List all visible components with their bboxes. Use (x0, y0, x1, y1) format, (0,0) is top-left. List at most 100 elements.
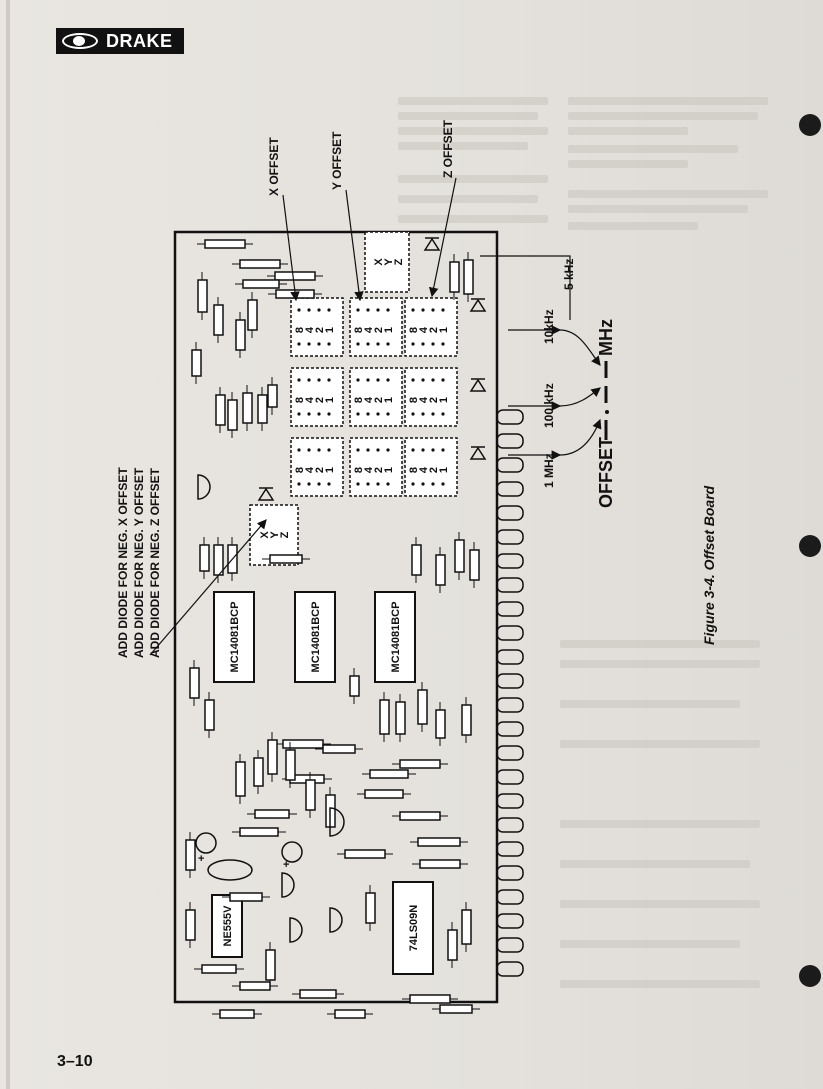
bcd-digit: 1 (383, 467, 395, 473)
pin-dot (356, 448, 360, 452)
pin-dot (386, 448, 390, 452)
ic-chip-mc3: MC14081BCP (374, 591, 416, 683)
pin-dot (376, 412, 380, 416)
pin-dot (431, 448, 435, 452)
resistor (254, 809, 290, 819)
edge-connector-finger (496, 889, 524, 905)
resistor (299, 989, 337, 999)
bleed-through-line (560, 980, 760, 988)
pin-dot (327, 308, 331, 312)
ic-label-mc3: MC14081BCP (390, 602, 402, 673)
resistor (463, 259, 474, 295)
edge-connector-finger (496, 505, 524, 521)
pin-dot (376, 342, 380, 346)
resistor (201, 964, 237, 974)
pin-dot (411, 482, 415, 486)
edge-connector-finger (496, 913, 524, 929)
bleed-through-line (398, 175, 548, 183)
edge-connector-finger (496, 961, 524, 977)
resistor (269, 554, 303, 564)
pin-dot (376, 448, 380, 452)
drake-logo: DRAKE (56, 28, 184, 54)
resistor (435, 709, 446, 739)
pin-dot (411, 308, 415, 312)
resistor (235, 319, 246, 351)
bcd-switch-body (349, 297, 403, 357)
bleed-through-line (568, 145, 738, 153)
bcd-digit: 8 (353, 397, 365, 403)
pin-dot (327, 412, 331, 416)
bcd-digit: 1 (383, 397, 395, 403)
edge-connector-finger (496, 457, 524, 473)
offset-readout-blanks (604, 361, 609, 440)
bcd-digit: 8 (353, 327, 365, 333)
logo-text: DRAKE (106, 30, 173, 51)
resistor (185, 839, 196, 871)
bcd-digit: 2 (314, 327, 326, 333)
resistor (435, 554, 446, 586)
resistor (369, 769, 409, 779)
pin-dot (356, 308, 360, 312)
edge-connector-finger (496, 577, 524, 593)
edge-connector (496, 409, 524, 977)
pin-dot (421, 378, 425, 382)
pin-dot (421, 308, 425, 312)
pin-dot (366, 412, 370, 416)
transistors: + + (195, 474, 345, 943)
resistor (282, 739, 324, 749)
pin-dot (411, 412, 415, 416)
bcd-digit: 4 (363, 326, 375, 333)
resistor (447, 929, 458, 961)
diode-icon (469, 378, 487, 392)
ic-label-mc1: MC14081BCP (229, 602, 241, 673)
bleed-through-line (398, 97, 548, 105)
bcd-switch-body (290, 297, 344, 357)
bleed-through-line (568, 112, 758, 120)
page-number: 3–10 (57, 1053, 93, 1070)
xyz-letter: X (373, 258, 385, 266)
resistor (417, 689, 428, 725)
page-edge (6, 0, 10, 1089)
pin-dot (307, 412, 311, 416)
svg-text:+: + (283, 859, 289, 871)
pin-dot (411, 342, 415, 346)
resistor (285, 749, 296, 781)
pin-dot (317, 308, 321, 312)
bleed-through-line (568, 160, 688, 168)
bcd-digit: 8 (294, 397, 306, 403)
bleed-through-line (398, 215, 548, 223)
drake-emblem-icon (62, 33, 98, 49)
resistor (267, 739, 278, 775)
pin-dot (317, 378, 321, 382)
pin-dot (317, 482, 321, 486)
bcd-switch-body (404, 437, 458, 497)
note-line-1: ADD DIODE FOR NEG. X OFFSET (116, 467, 130, 658)
binder-hole (799, 114, 821, 136)
resistor (379, 699, 390, 735)
ic-chip-mc2: MC14081BCP (294, 591, 336, 683)
freq-label-5khz: 5 kHz (562, 259, 576, 290)
bleed-through-line (560, 660, 760, 668)
resistor (239, 981, 271, 991)
pin-dot (421, 482, 425, 486)
edge-connector-finger (496, 697, 524, 713)
resistor (419, 859, 461, 869)
pin-dot (366, 482, 370, 486)
pin-dot (297, 448, 301, 452)
bcd-digit: 4 (304, 326, 316, 333)
resistor (461, 704, 472, 736)
ic-chip-nand: 74LS09N (392, 881, 434, 975)
figure-caption: Figure 3-4. Offset Board (701, 485, 717, 645)
resistor (305, 779, 316, 811)
pin-dot (366, 448, 370, 452)
pin-dot (386, 378, 390, 382)
bleed-through-line (568, 127, 688, 135)
pin-dot (441, 412, 445, 416)
bcd-digit: 1 (324, 397, 336, 403)
resistor (411, 544, 422, 576)
